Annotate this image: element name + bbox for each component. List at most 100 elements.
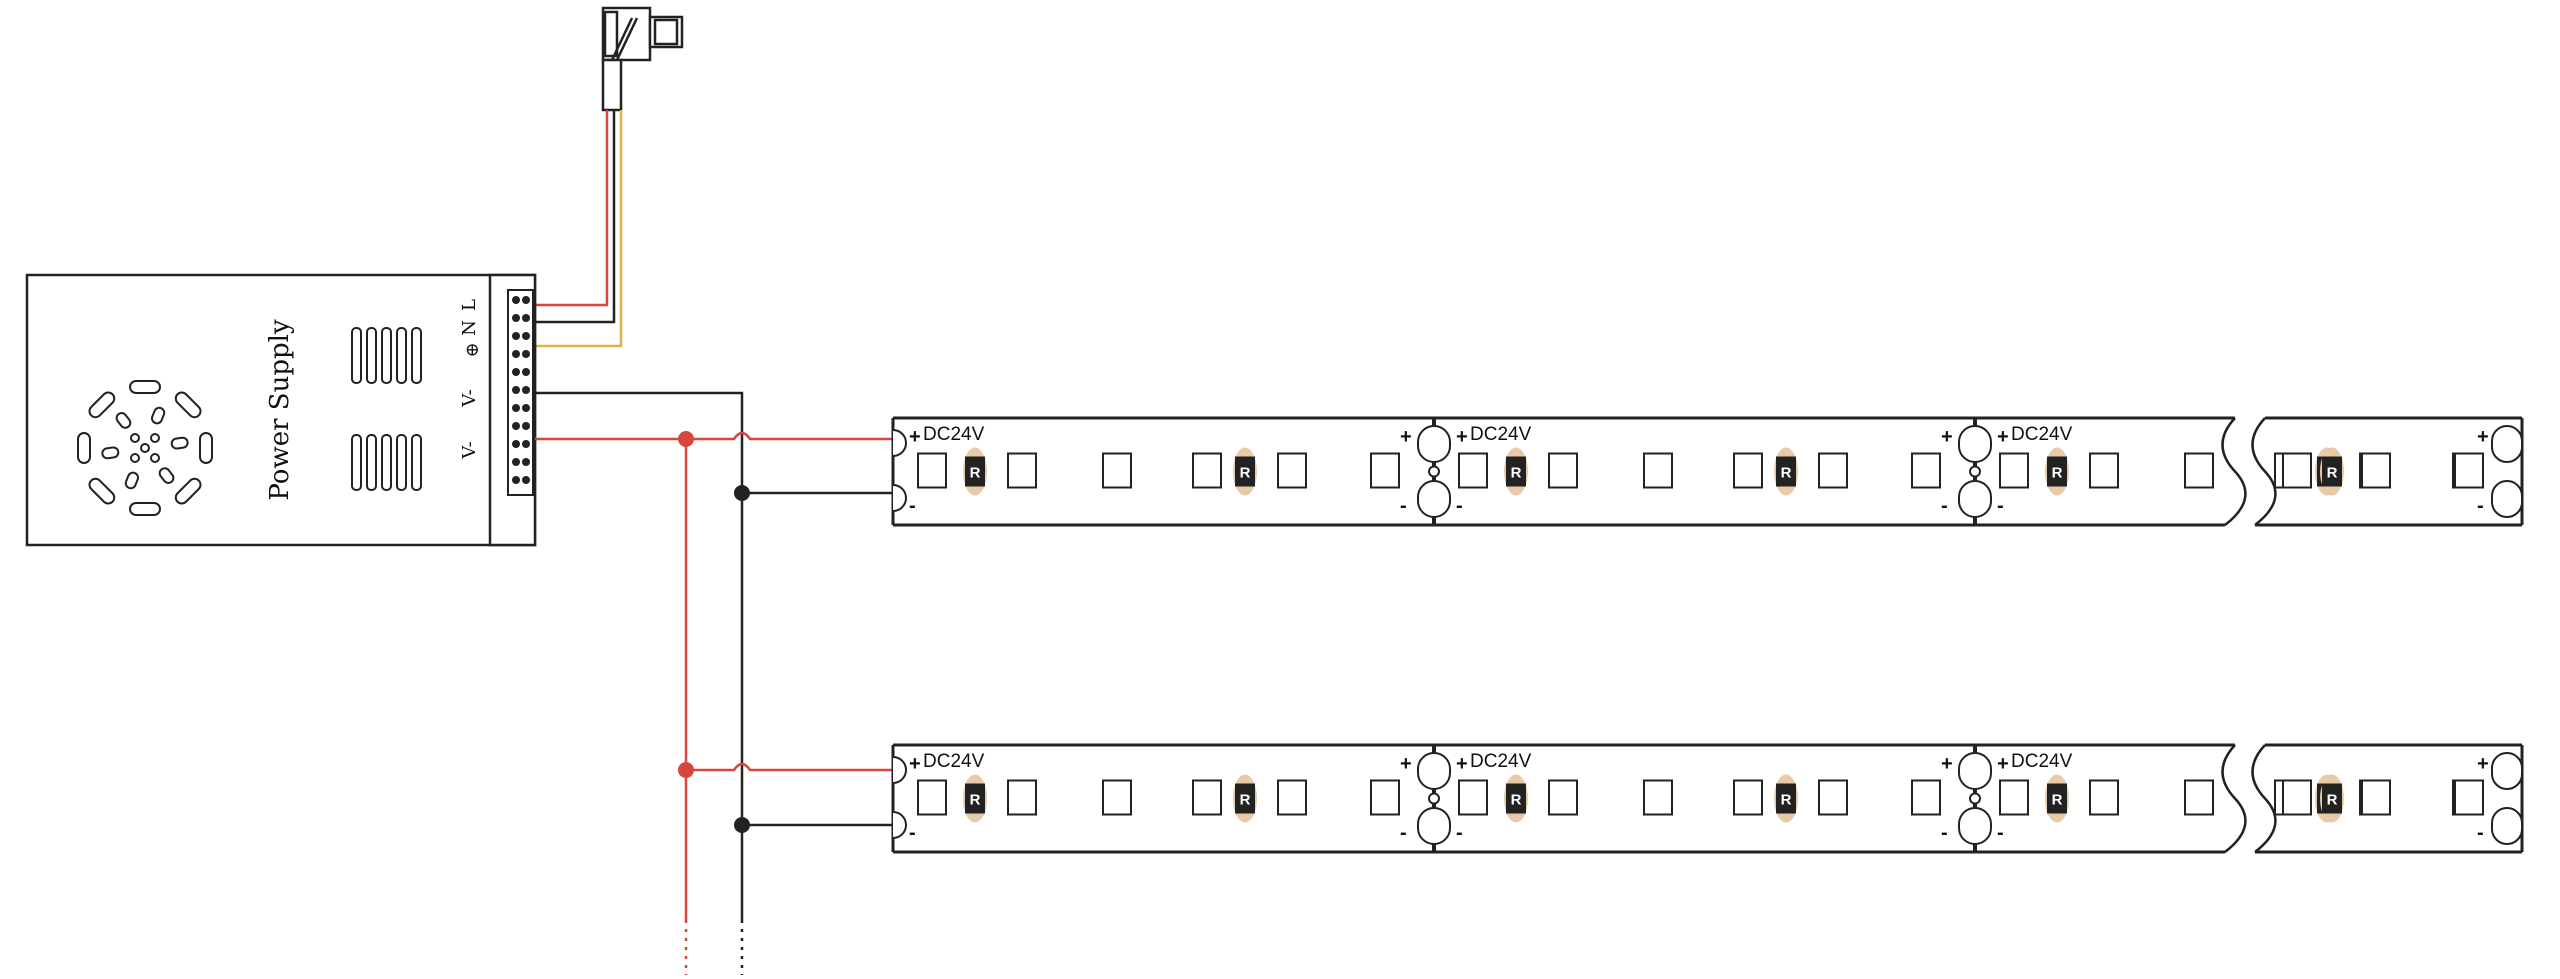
strip-1-positive-feed — [686, 431, 893, 441]
break-mark — [2221, 417, 2247, 526]
plus-sign: + — [1997, 426, 2009, 448]
resistor-label: R — [1511, 465, 1522, 482]
minus-sign: - — [1456, 495, 1463, 517]
led-chip-icon — [1277, 452, 1307, 489]
solder-pad-negative — [1958, 480, 1992, 518]
led-chip-icon — [2282, 779, 2312, 816]
minus-sign: - — [2477, 495, 2484, 517]
solder-pad-negative — [1417, 807, 1451, 845]
led-chip-icon — [1643, 779, 1673, 816]
power-supply: Power Supply L N ⊕ V- V- — [25, 273, 537, 547]
minus-sign: - — [1400, 495, 1407, 517]
led-chip-icon — [2454, 779, 2484, 816]
resistor-icon — [965, 456, 985, 487]
strip-2-positive-feed — [686, 762, 893, 772]
led-chip-icon — [1458, 452, 1488, 489]
solder-pad-positive — [1958, 752, 1992, 790]
voltage-label: DC24V — [923, 424, 985, 445]
solder-pad-negative — [892, 484, 907, 512]
led-chip-icon — [1911, 452, 1941, 489]
led-chip-icon — [1458, 779, 1488, 816]
resistor-label: R — [970, 792, 981, 809]
minus-sign: - — [1400, 822, 1407, 844]
resistor-icon — [1235, 783, 1255, 814]
terminal-label-l: L — [459, 299, 480, 311]
ac-input-wires — [535, 110, 623, 348]
plus-sign: + — [1456, 753, 1468, 775]
voltage-label: DC24V — [2011, 751, 2073, 772]
led-chip-icon — [1999, 779, 2029, 816]
plus-sign: + — [1400, 753, 1412, 775]
plus-sign: + — [1400, 426, 1412, 448]
dc-wiring — [535, 391, 893, 975]
led-chip-icon — [2184, 452, 2214, 489]
resistor-icon — [1776, 783, 1796, 814]
led-chip-icon — [2361, 779, 2391, 816]
junction-dots — [678, 431, 750, 833]
solder-pad-negative — [1417, 480, 1451, 518]
cut-mark-icon — [1428, 792, 1440, 805]
earth-wire — [535, 110, 623, 348]
cut-mark-icon — [1969, 792, 1981, 805]
voltage-label: DC24V — [2011, 424, 2073, 445]
voltage-label: DC24V — [1470, 751, 1532, 772]
led-chip-icon — [1370, 452, 1400, 489]
led-chip-icon — [1999, 452, 2029, 489]
plus-sign: + — [1456, 426, 1468, 448]
led-chip-icon — [1102, 779, 1132, 816]
solder-pad-negative — [1958, 807, 1992, 845]
resistor-label: R — [1511, 792, 1522, 809]
resistor-label: R — [2052, 792, 2063, 809]
minus-sign: - — [909, 822, 916, 844]
solder-pad-positive — [1417, 425, 1451, 463]
led-chip-icon — [1007, 452, 1037, 489]
resistor-icon — [2322, 783, 2342, 814]
resistor-label: R — [1781, 792, 1792, 809]
minus-sign: - — [1997, 495, 2004, 517]
solder-pad-positive — [1417, 752, 1451, 790]
led-chip-icon — [2454, 452, 2484, 489]
minus-sign: - — [1997, 822, 2004, 844]
strip-1: +-DC24V+--+DC24V+--+DC24V+-RRRRRRR — [891, 416, 2524, 527]
led-chip-icon — [1548, 452, 1578, 489]
resistor-label: R — [1781, 465, 1792, 482]
terminal-label-n: N — [459, 320, 480, 336]
resistor-icon — [1776, 456, 1796, 487]
resistor-icon — [1506, 783, 1526, 814]
solder-pad-positive — [892, 429, 907, 457]
resistor-icon — [2047, 783, 2067, 814]
led-chip-icon — [1007, 779, 1037, 816]
led-chip-icon — [1370, 779, 1400, 816]
resistor-icon — [965, 783, 985, 814]
voltage-label: DC24V — [1470, 424, 1532, 445]
led-chip-icon — [1548, 779, 1578, 816]
negative-bus — [535, 391, 744, 920]
positive-junction-1 — [678, 431, 694, 447]
led-chip-icon — [1643, 452, 1673, 489]
led-strips: +-DC24V+--+DC24V+--+DC24V+-RRRRRRR+-DC24… — [891, 416, 2524, 854]
resistor-icon — [1235, 456, 1255, 487]
positive-junction-2 — [678, 762, 694, 778]
led-chip-icon — [1192, 452, 1222, 489]
terminal-label-v-minus-2: V- — [459, 441, 480, 459]
strip-2: +-DC24V+--+DC24V+--+DC24V+-RRRRRRR — [891, 743, 2524, 854]
minus-sign: - — [2477, 822, 2484, 844]
terminal-label-earth: ⊕ — [462, 342, 483, 357]
led-chip-icon — [2282, 452, 2312, 489]
led-chip-icon — [1818, 452, 1848, 489]
resistor-icon — [2322, 456, 2342, 487]
plus-sign: + — [1941, 753, 1953, 775]
fan-vent-icon — [77, 380, 213, 516]
plus-sign: + — [1997, 753, 2009, 775]
led-chip-icon — [2361, 452, 2391, 489]
resistor-icon — [1506, 456, 1526, 487]
neutral-wire — [535, 110, 616, 324]
minus-sign: - — [1456, 822, 1463, 844]
terminal-label-v-minus-1: V- — [459, 389, 480, 407]
resistor-label: R — [2327, 792, 2338, 809]
solder-pad-positive — [1958, 425, 1992, 463]
led-chip-icon — [2089, 779, 2119, 816]
led-chip-icon — [2184, 779, 2214, 816]
plus-sign: + — [2477, 426, 2489, 448]
